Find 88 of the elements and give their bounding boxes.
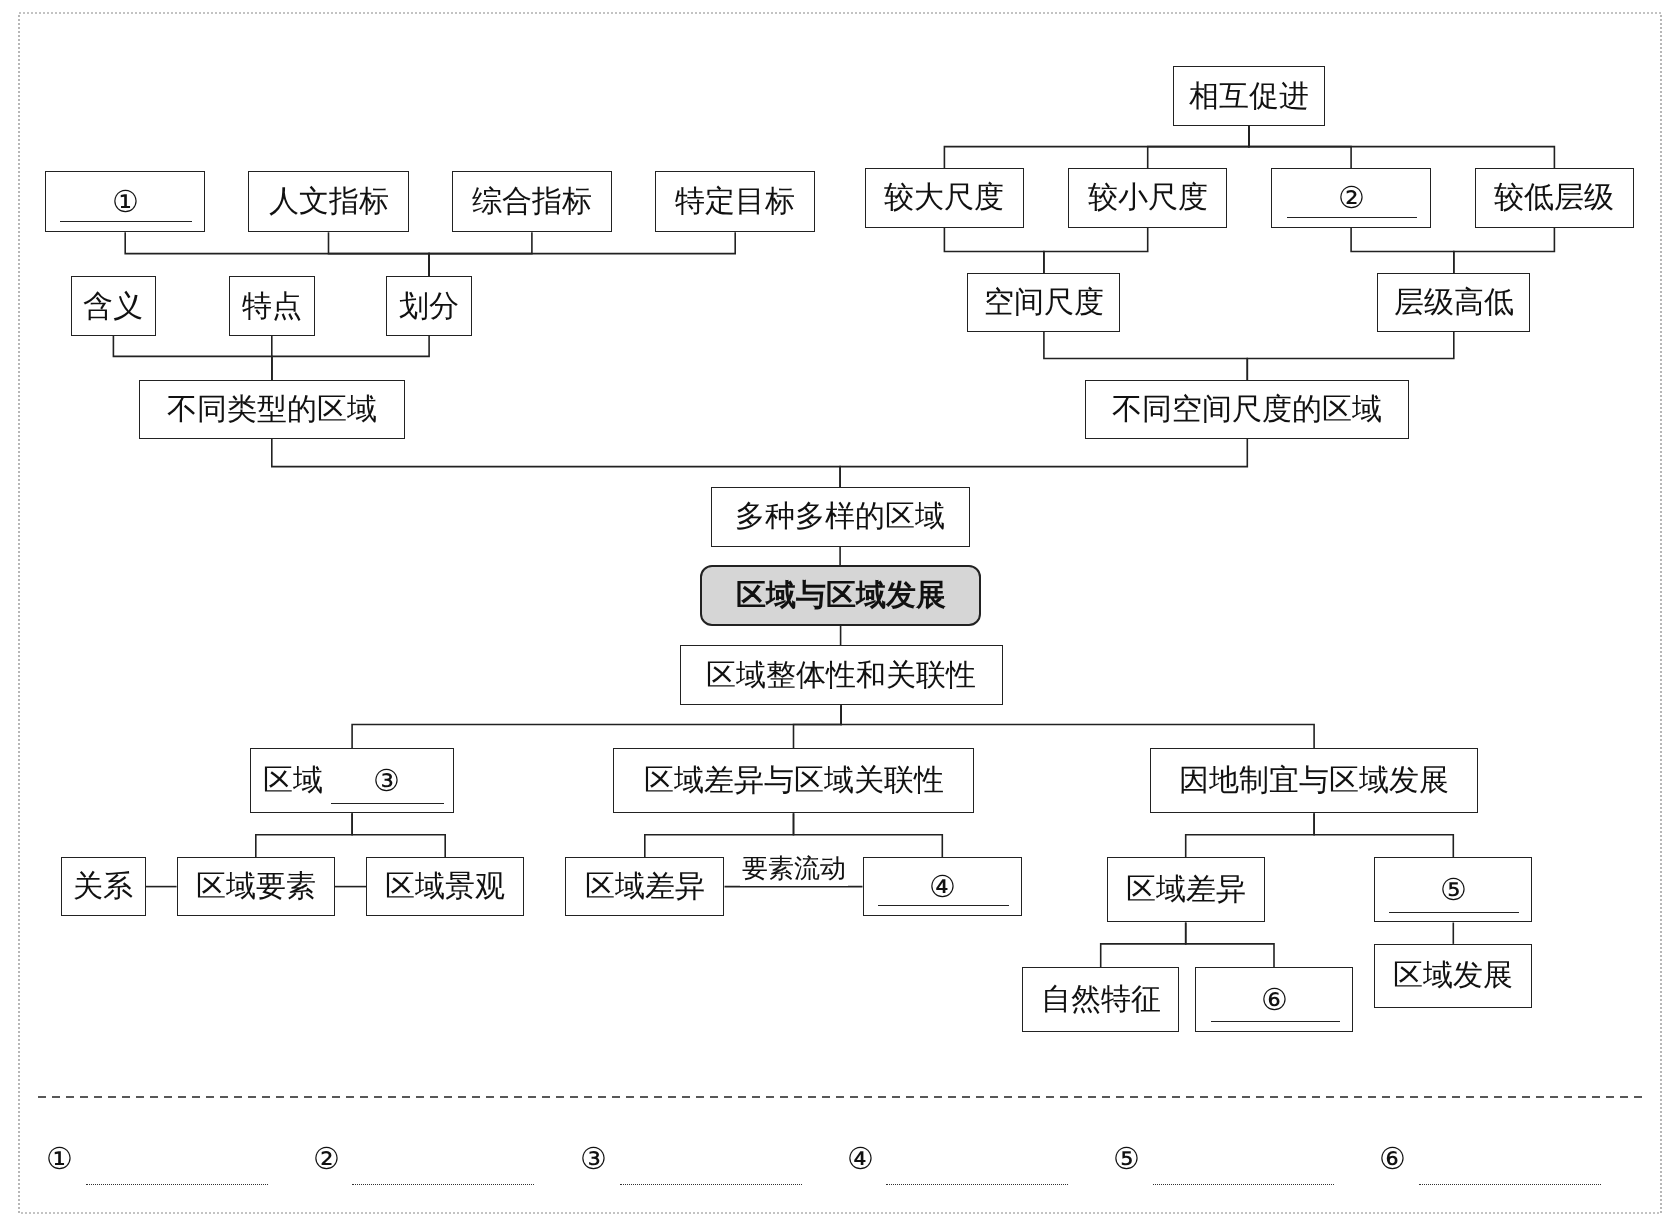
node-text: 层级高低 [1393, 283, 1514, 320]
connector-line [1453, 227, 1556, 274]
connector-line [428, 231, 736, 277]
connector-line [271, 335, 430, 381]
node-text: 不同空间尺度的区域 [1112, 390, 1383, 427]
node-text: 人文指标 [268, 183, 389, 220]
concept-box [864, 168, 1025, 228]
blank-number: ⑤ [1438, 872, 1468, 908]
concept-box [70, 276, 157, 336]
connector-line [1184, 921, 1275, 969]
blank-number: ② [1336, 180, 1366, 216]
connector-line [792, 812, 944, 858]
node-text: 区域与区域发展 [735, 576, 946, 614]
node-text: 较小尺度 [1087, 179, 1208, 216]
concept-box [250, 748, 454, 814]
blank-number: ⑥ [1259, 982, 1289, 1017]
node-text: 自然特征 [1040, 981, 1161, 1017]
concept-box [386, 276, 472, 336]
node-text: 区域整体性和关联性 [706, 656, 977, 693]
answer-number: ③ [580, 1141, 608, 1177]
answer-number: ④ [846, 1141, 874, 1177]
connector-line [334, 885, 367, 888]
answer-number: ⑥ [1379, 1141, 1407, 1177]
node-text: 含义 [83, 287, 144, 324]
connector-line [1313, 812, 1455, 858]
concept-box [710, 486, 970, 547]
connector-line [840, 704, 1315, 749]
connector-line [1043, 227, 1149, 274]
concept-box [451, 171, 613, 233]
connector-line [351, 812, 446, 858]
concept-box [1022, 967, 1180, 1032]
node-text: 特定目标 [675, 183, 796, 220]
node-text: 区域要素 [195, 868, 316, 905]
concept-box [229, 276, 315, 336]
concept-box [248, 171, 409, 233]
node-text: 区域差异 [584, 868, 705, 905]
connector-line [1246, 330, 1455, 381]
node-text: 空间尺度 [983, 283, 1104, 320]
concept-box [1271, 168, 1431, 228]
node-text: 区域 [263, 762, 324, 799]
concept-box [862, 857, 1022, 917]
concept-box [565, 857, 725, 917]
concept-box [679, 645, 1003, 706]
concept-box [61, 857, 146, 917]
node-text: 综合指标 [471, 183, 592, 220]
concept-box [1195, 967, 1353, 1032]
node-text: 多种多样的区域 [735, 498, 946, 535]
node-text: 关系 [73, 868, 134, 905]
concept-box [44, 171, 206, 233]
concept-box [366, 857, 525, 917]
concept-box [1374, 943, 1533, 1009]
concept-box [1474, 168, 1635, 228]
node-text: 区域差异 [1125, 871, 1246, 908]
node-text: 较低层级 [1494, 179, 1615, 216]
node-text: 区域景观 [385, 868, 506, 905]
node-text: 区域发展 [1393, 957, 1514, 994]
connector-line [723, 885, 864, 888]
connector-line [144, 885, 178, 888]
topic-box [699, 565, 982, 626]
concept-box [176, 857, 335, 917]
answer-number: ⑤ [1113, 1141, 1140, 1177]
answer-number: ② [312, 1141, 340, 1177]
concept-box [1374, 857, 1533, 923]
concept-box [967, 272, 1121, 332]
concept-box [613, 748, 974, 814]
node-text: 特点 [241, 287, 302, 324]
concept-box [1150, 748, 1478, 814]
concept-box [1172, 66, 1325, 127]
connector-line [839, 625, 842, 647]
node-text: 相互促进 [1188, 77, 1309, 114]
concept-box [1377, 272, 1531, 332]
connector-line [839, 546, 841, 566]
node-text: 划分 [399, 287, 460, 324]
node-text: 区域差异与区域关联性 [643, 762, 944, 799]
node-text: 较大尺度 [884, 179, 1005, 216]
concept-box [654, 171, 816, 233]
answer-number: ① [46, 1141, 74, 1177]
node-text: 不同类型的区域 [166, 390, 377, 427]
blank-number: ④ [927, 869, 957, 905]
blank-number: ① [110, 184, 140, 220]
concept-box [1085, 379, 1410, 439]
concept-box [139, 379, 405, 439]
node-text: 因地制宜与区域发展 [1179, 762, 1450, 799]
concept-box [1106, 857, 1265, 923]
concept-box [1068, 168, 1228, 228]
connector-line [839, 438, 1249, 488]
blank-number: ③ [371, 763, 401, 799]
connector-line [1452, 921, 1455, 945]
